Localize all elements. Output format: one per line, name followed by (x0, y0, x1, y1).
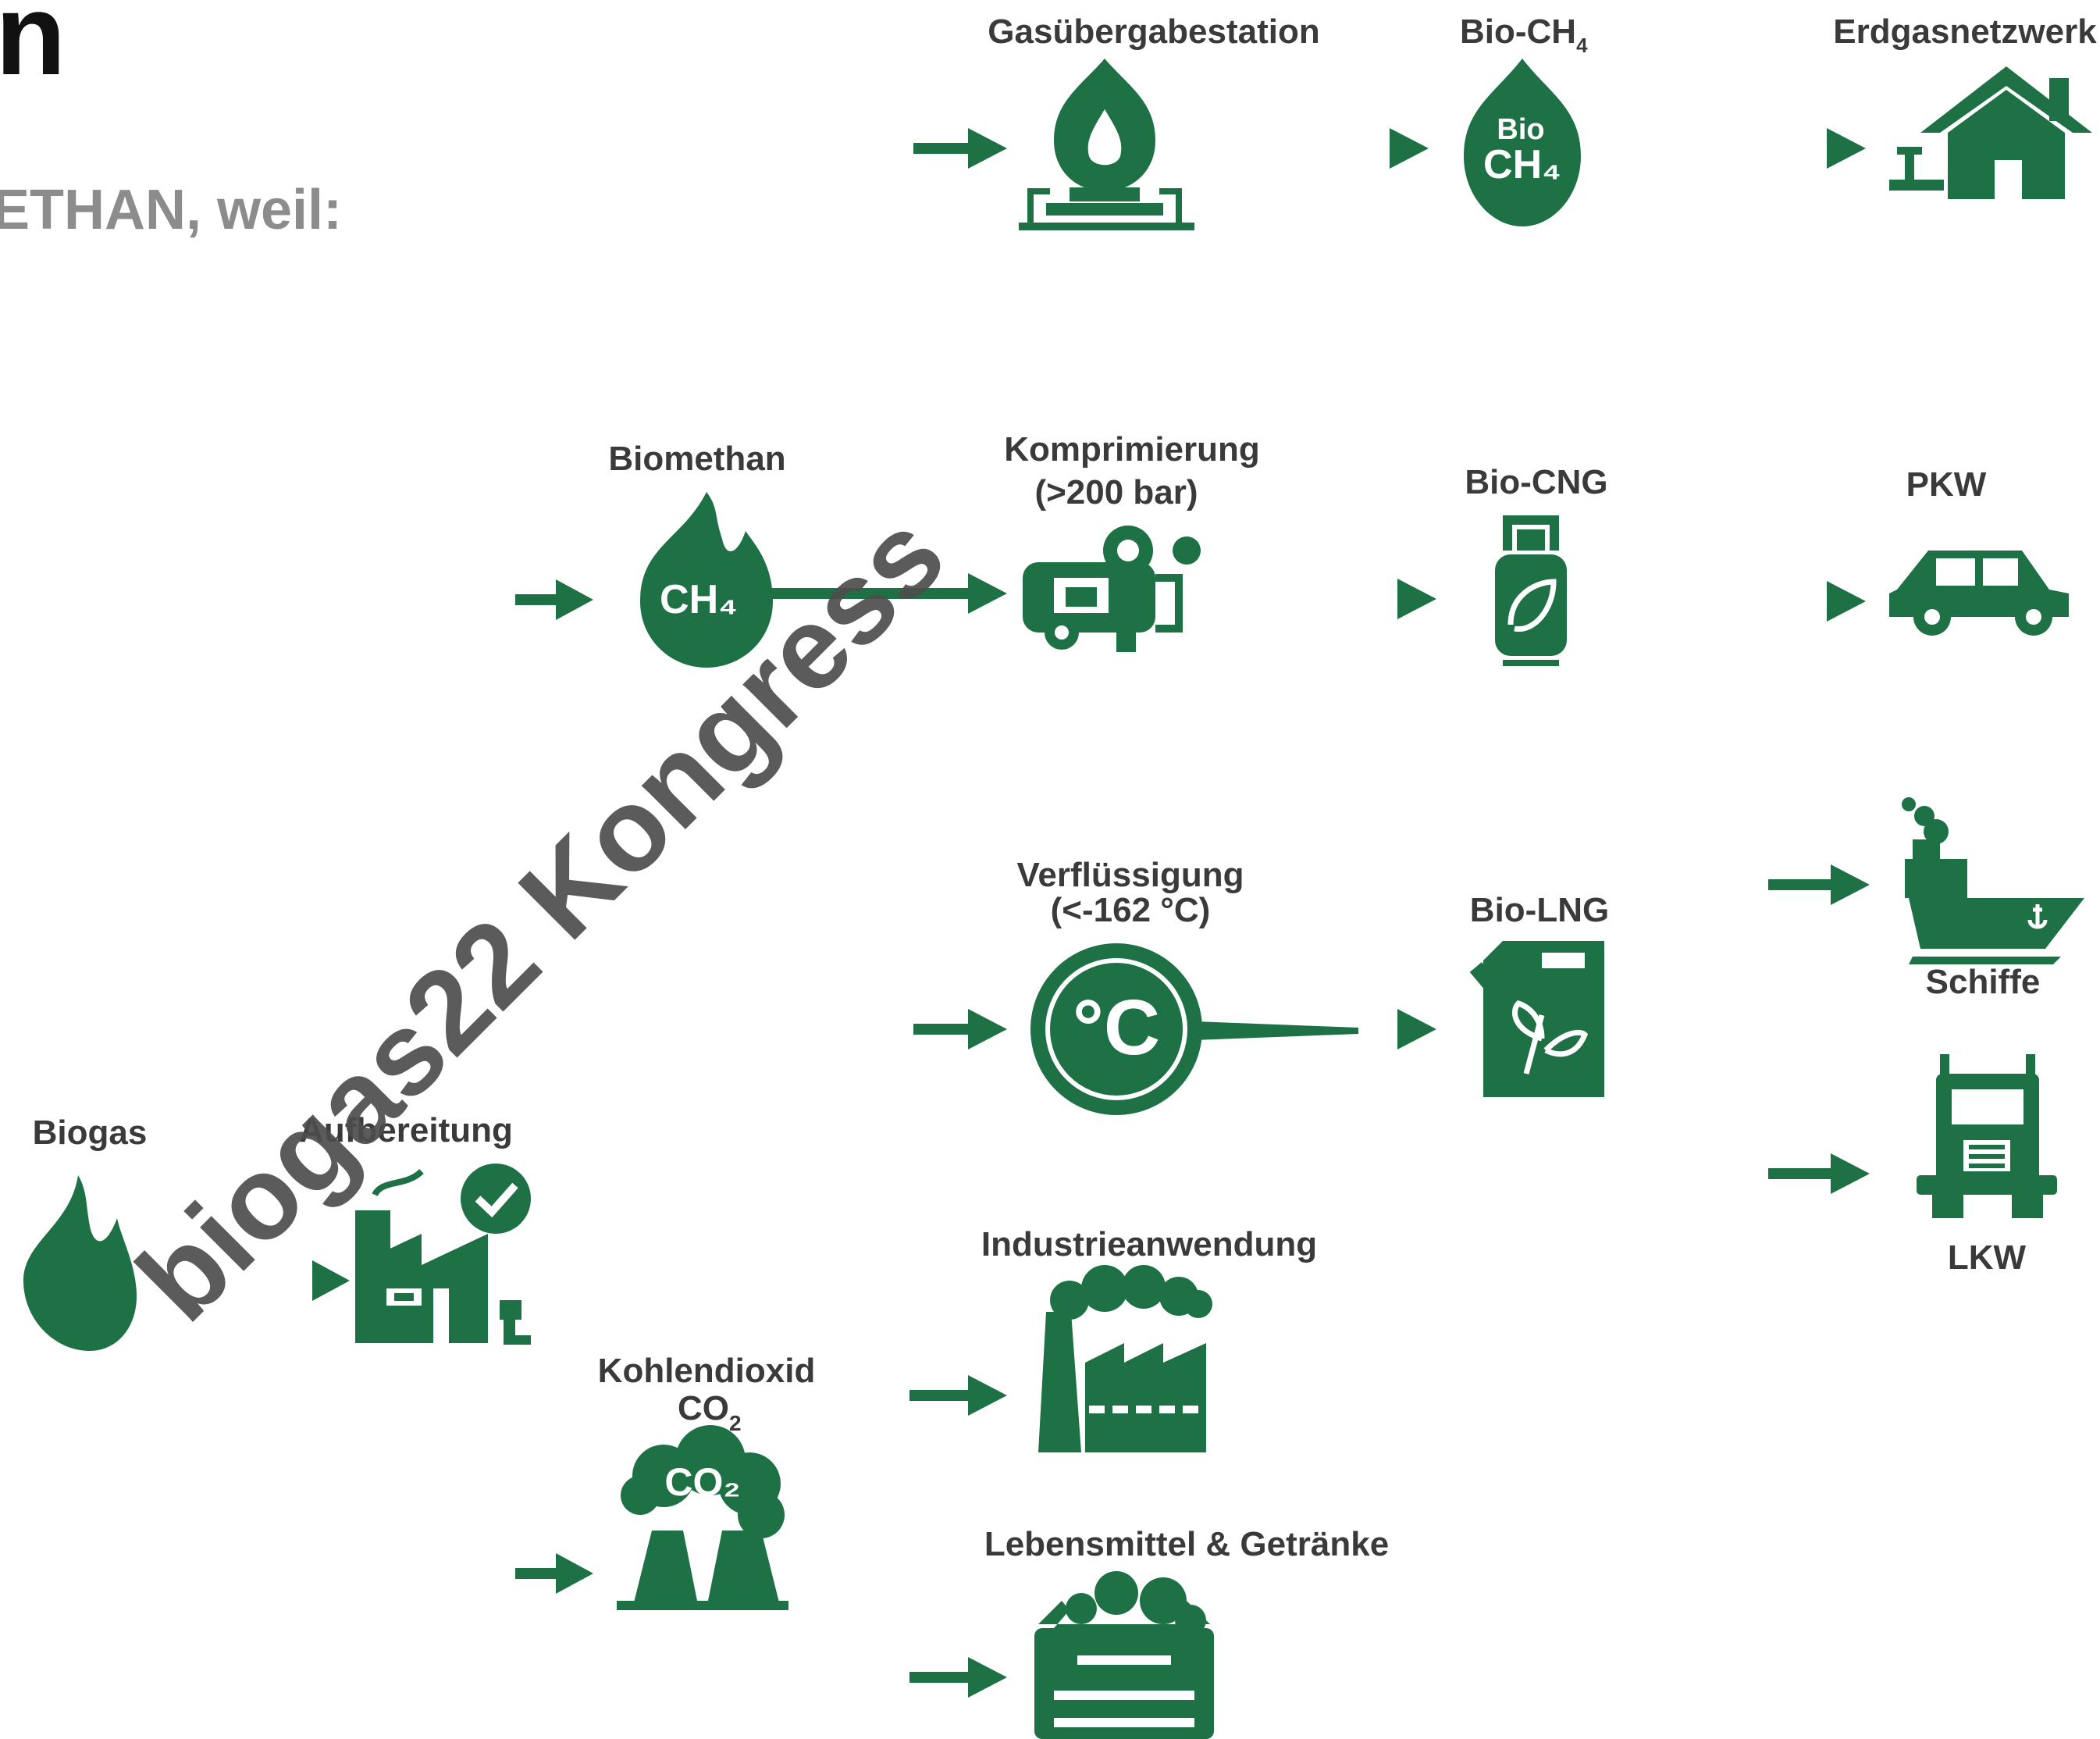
gas-transfer-station-icon (1019, 59, 1194, 230)
arrowhead-food (968, 1657, 1007, 1698)
label-komprimierung-line1: Komprimierung (1004, 430, 1260, 469)
label-verfluessigung-line2: (<-162 °C) (1051, 891, 1211, 929)
label-bio-ch4: Bio-CH4 (1460, 12, 1588, 57)
label-gasuebergabestation: Gasübergabestation (988, 12, 1319, 51)
arrowhead-industry (968, 1375, 1007, 1416)
arrowhead-co2 (556, 1553, 593, 1594)
arrowhead-gas-station (968, 128, 1007, 169)
page-title: n (0, 0, 66, 99)
passenger-car-icon (1889, 551, 2069, 636)
label-bio-ch4-main: Bio-CH (1460, 12, 1576, 51)
label-industrieanwendung: Industrieanwendung (981, 1225, 1317, 1263)
arrowheads (312, 128, 1870, 1698)
label-komprimierung-line2: (>200 bar) (1034, 473, 1198, 511)
bio-ch4-flame-icon: Bio CH₄ (1464, 59, 1581, 226)
label-bio-ch4-sub: 4 (1576, 34, 1588, 57)
label-biomethan: Biomethan (608, 440, 785, 478)
connectors (137, 143, 1831, 1683)
arrowhead-biomethan (556, 579, 593, 620)
label-bio-lng: Bio-LNG (1470, 891, 1609, 929)
biomethane-flame-icon: CH₄ (640, 492, 773, 668)
gas-grid-house-icon (1889, 66, 2092, 199)
celsius-text: °C (1073, 984, 1160, 1071)
label-verfluessigung-line1: Verflüssigung (1017, 856, 1244, 894)
arrowhead-bioch4 (1390, 128, 1429, 169)
label-schiffe: Schiffe (1926, 963, 2041, 1001)
bio-lng-canister-icon (1469, 941, 1604, 1097)
arrowhead-compressor (968, 573, 1007, 614)
label-lebensmittel: Lebensmittel & Getränke (984, 1525, 1389, 1563)
bio-ch4-icon-ch4-text: CH₄ (1483, 142, 1561, 187)
liquefaction-celsius-icon: °C (1030, 943, 1358, 1115)
label-co2: CO2 (678, 1389, 742, 1435)
arrowhead-liquefaction (968, 1009, 1007, 1049)
co2-emission-icon: CO₂ (617, 1425, 788, 1610)
co2-icon-text: CO₂ (664, 1460, 740, 1504)
food-beverage-crate-icon (1034, 1571, 1214, 1739)
label-co2-sub: 2 (729, 1411, 742, 1435)
bio-ch4-icon-bio-text: Bio (1497, 113, 1544, 146)
arrowhead-pkw (1827, 581, 1866, 622)
ship-icon (1902, 797, 2084, 964)
label-biogas: Biogas (33, 1114, 148, 1152)
biomethane-ch4-text: CH₄ (660, 577, 738, 622)
industry-factory-icon (1038, 1265, 1212, 1452)
label-bio-cng: Bio-CNG (1465, 463, 1607, 501)
watermark-text: biogas22 Kongress (112, 488, 969, 1345)
label-aufbereitung: Aufbereitung (299, 1111, 513, 1149)
arrowhead-cng (1397, 579, 1436, 619)
label-erdgasnetzwerk: Erdgasnetzwerk (1833, 12, 2097, 51)
label-lkw: LKW (1948, 1238, 2027, 1277)
biogas-flame-icon (23, 1175, 137, 1351)
label-kohlendioxid: Kohlendioxid (598, 1352, 816, 1390)
label-co2-main: CO (678, 1389, 729, 1427)
compressor-icon (1023, 526, 1201, 652)
upgrading-plant-icon (355, 1163, 531, 1345)
label-pkw: PKW (1906, 465, 1987, 504)
arrowhead-lng (1397, 1009, 1436, 1049)
truck-icon (1917, 1054, 2057, 1218)
bio-cng-cylinder-icon (1495, 515, 1567, 666)
arrowhead-grid (1827, 128, 1866, 169)
node-labels: Biogas Aufbereitung Biomethan Kohlendiox… (33, 12, 2098, 1563)
arrowhead-ship (1831, 864, 1870, 905)
page-subtitle: ETHAN, weil: (0, 179, 343, 241)
arrowhead-truck (1831, 1153, 1870, 1194)
arrowhead-aufbereitung (312, 1260, 350, 1301)
